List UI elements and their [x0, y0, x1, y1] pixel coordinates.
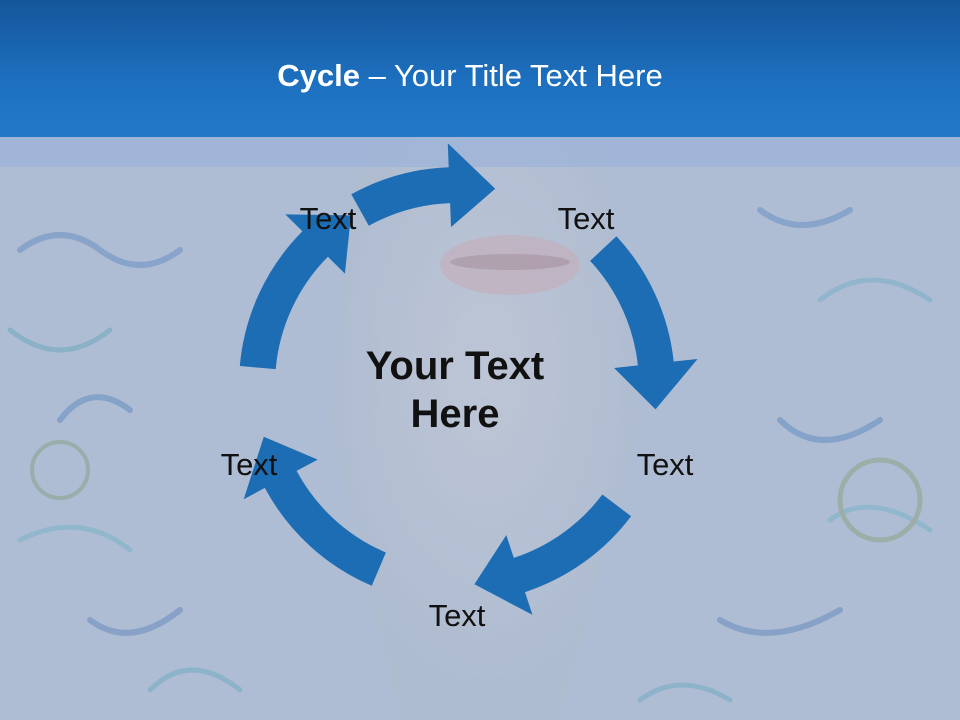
title-band: [0, 137, 960, 167]
title-emphasis: Cycle: [277, 58, 360, 93]
title-bar: [0, 0, 960, 137]
node-label-3: Text: [636, 447, 694, 482]
cycle-arrow-5: [239, 214, 351, 370]
node-label-4: Text: [428, 598, 486, 633]
cycle-arrow-4: [243, 436, 386, 586]
center-text: Your Text Here: [365, 344, 545, 436]
title-rest: – Your Title Text Here: [360, 58, 663, 93]
cycle-arrow-2: [590, 236, 698, 410]
cycle-arrow-3: [474, 494, 632, 615]
cycle-arrow-1: [351, 143, 496, 228]
node-label-2: Text: [557, 201, 615, 236]
slide-title: Cycle – Your Title Text Here: [0, 56, 940, 96]
node-label-1: Text: [299, 201, 357, 236]
node-label-5: Text: [220, 447, 278, 482]
